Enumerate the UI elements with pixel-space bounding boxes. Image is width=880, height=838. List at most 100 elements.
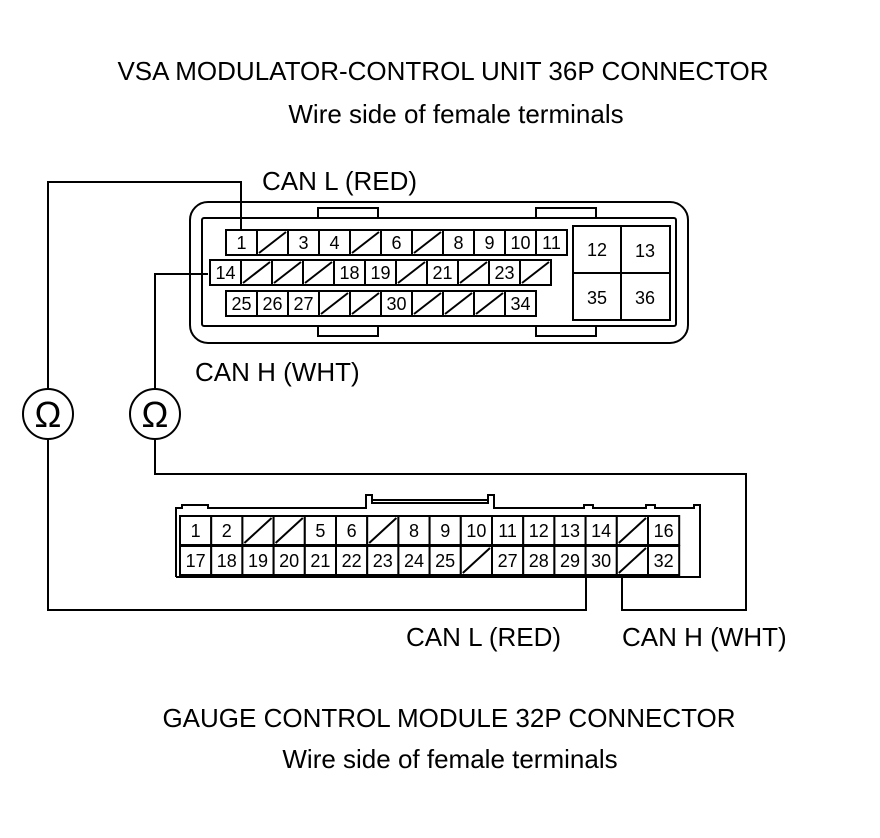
- gauge-pin-number: 19: [248, 551, 268, 571]
- unused-terminal-slash: [274, 517, 304, 544]
- gauge-can-h-label: CAN H (WHT): [622, 622, 787, 652]
- gauge-pin-number: 10: [466, 521, 486, 541]
- gauge-pin-number: 8: [409, 521, 419, 541]
- gauge-pin-number: 25: [435, 551, 455, 571]
- vsa-pin-cell: [333, 259, 366, 286]
- gauge-pin-cell: [553, 545, 587, 576]
- vsa-block-12: 12: [587, 240, 607, 260]
- gauge-pin-number: 23: [373, 551, 393, 571]
- gauge-pin-cell: [303, 515, 337, 546]
- vsa-tab-bottom-left: [317, 325, 379, 337]
- unused-terminal-slash: [618, 547, 647, 574]
- vsa-pin-cell: [504, 290, 537, 317]
- gauge-pin-cell: [179, 545, 213, 576]
- ohm-icon: Ω: [35, 394, 62, 435]
- unused-terminal-slash: [444, 292, 473, 315]
- vsa-pin-number: 10: [510, 233, 530, 253]
- gauge-pin-number: 28: [529, 551, 549, 571]
- gauge-pin-cell: [647, 545, 681, 576]
- vsa-pin-cell: [256, 290, 289, 317]
- unused-terminal-slash: [397, 261, 426, 284]
- wire-can-l-lower: [47, 440, 587, 611]
- unused-terminal-slash: [351, 292, 380, 315]
- gauge-pin-number: 14: [591, 521, 611, 541]
- gauge-pin-number: 24: [404, 551, 424, 571]
- gauge-pin-cell: [522, 545, 556, 576]
- vsa-pin-number: 1: [236, 233, 246, 253]
- unused-terminal-slash: [462, 547, 491, 574]
- vsa-title: VSA MODULATOR-CONTROL UNIT 36P CONNECTOR: [117, 56, 768, 86]
- vsa-can-l-label: CAN L (RED): [262, 166, 417, 196]
- vsa-pin-cell: [287, 290, 320, 317]
- gauge-title: GAUGE CONTROL MODULE 32P CONNECTOR: [162, 703, 735, 733]
- vsa-pin-number: 3: [298, 233, 308, 253]
- gauge-pin-cell: [272, 545, 306, 576]
- vsa-pin-number: 23: [494, 263, 514, 283]
- gauge-can-l-label: CAN L (RED): [406, 622, 561, 652]
- vsa-tab-top-left: [317, 207, 379, 219]
- vsa-connector: [189, 201, 689, 344]
- gauge-pin-number: 20: [279, 551, 299, 571]
- wiring: [47, 181, 747, 611]
- gauge-pin-number: 30: [591, 551, 611, 571]
- unused-terminal-slash: [258, 231, 287, 254]
- gauge-subtitle: Wire side of female terminals: [282, 744, 617, 774]
- unused-terminal-slash: [459, 261, 488, 284]
- vsa-pin-number: 30: [386, 294, 406, 314]
- gauge-pin-number: 5: [315, 521, 325, 541]
- ohmmeter-left[interactable]: Ω: [22, 388, 74, 440]
- vsa-housing-inner: [201, 217, 677, 327]
- gauge-pin-number: 16: [654, 521, 674, 541]
- gauge-pin-cell: [491, 545, 525, 576]
- vsa-tab-top-right: [535, 207, 597, 219]
- unused-terminal-slash: [351, 231, 380, 254]
- gauge-pin-number: 18: [217, 551, 237, 571]
- gauge-pin-number: 17: [186, 551, 206, 571]
- gauge-pin-cell: [584, 515, 618, 546]
- unused-terminal-slash: [413, 292, 442, 315]
- gauge-pin-cell: [210, 545, 244, 576]
- gauge-pin-number: 13: [560, 521, 580, 541]
- unused-terminal-slash: [618, 517, 647, 544]
- vsa-pin-number: 8: [453, 233, 463, 253]
- gauge-connector: [175, 494, 701, 578]
- ohmmeter-right[interactable]: Ω: [129, 388, 181, 440]
- vsa-pin-number: 4: [329, 233, 339, 253]
- vsa-pin-cell: [225, 229, 258, 256]
- wire-can-h-lower: [154, 440, 747, 611]
- vsa-pin-number: 6: [391, 233, 401, 253]
- ohm-icon: Ω: [142, 394, 169, 435]
- vsa-pin-cell: [535, 229, 568, 256]
- vsa-tab-bottom-right: [535, 325, 597, 337]
- ohmmeter-left-ring: [22, 388, 74, 440]
- unused-terminal-slash: [304, 261, 333, 284]
- gauge-pin-cell: [335, 545, 369, 576]
- vsa-pin-number: 18: [339, 263, 359, 283]
- vsa-pin-number: 19: [370, 263, 390, 283]
- unused-terminal-slash: [521, 261, 550, 284]
- unused-terminal-slash: [320, 292, 349, 315]
- gauge-pin-cell: [428, 545, 462, 576]
- gauge-pin-number: 32: [654, 551, 674, 571]
- unused-terminal-slash: [243, 517, 273, 544]
- gauge-pin-cell: [397, 515, 431, 546]
- gauge-pin-number: 2: [222, 521, 232, 541]
- vsa-pin-number: 25: [231, 294, 251, 314]
- vsa-housing-outer: [189, 201, 689, 344]
- vsa-pin-number: 34: [510, 294, 530, 314]
- gauge-pin-number: 27: [498, 551, 518, 571]
- gauge-pin-cell: [491, 515, 525, 546]
- vsa-pin-number: 26: [262, 294, 282, 314]
- vsa-pin-cell: [318, 229, 351, 256]
- gauge-pin-number: 1: [191, 521, 201, 541]
- vsa-pin-number: 9: [484, 233, 494, 253]
- vsa-pin-number: 14: [215, 263, 235, 283]
- unused-terminal-slash: [475, 292, 504, 315]
- vsa-pin-cell: [473, 229, 506, 256]
- vsa-subtitle: Wire side of female terminals: [288, 99, 623, 129]
- vsa-pin-number: 27: [293, 294, 313, 314]
- vsa-pin-cell: [442, 229, 475, 256]
